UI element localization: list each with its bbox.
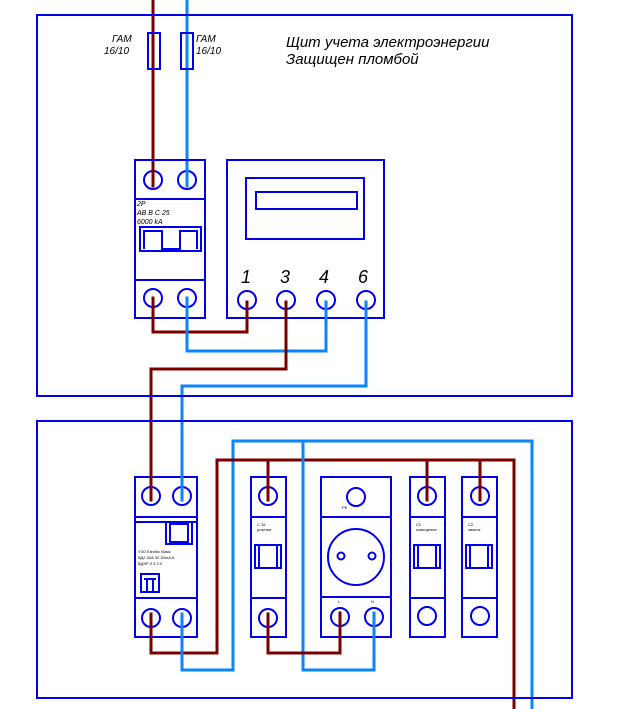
breaker-model-label: AB B C 25	[136, 210, 170, 217]
breaker-2-terminal-out	[417, 606, 437, 626]
socket-l-label: L	[338, 599, 341, 604]
fuse-phase: ГАМ 16/10	[104, 32, 161, 70]
distribution-panel-frame	[36, 420, 573, 699]
rcd-label-2: ВД2 40А 30 30mA A	[138, 555, 175, 560]
breaker-2-toggle	[413, 544, 441, 569]
socket-n-label: N	[371, 599, 374, 604]
rcd-toggle	[165, 521, 193, 545]
fuse-phase-rating: 16/10	[104, 46, 129, 57]
rcd-label-3: ВДЭР 0 5 2 0	[138, 561, 163, 566]
breaker-1-rating: C 16	[257, 522, 266, 527]
fuse-neutral-type: ГАМ	[196, 34, 216, 45]
breaker-3-purpose: звонок	[468, 527, 481, 532]
meter-terminal-label-6: 6	[358, 267, 369, 287]
breaker-3-rating: C2	[468, 522, 474, 527]
electricity-meter: 1 3 4 6	[226, 159, 385, 319]
pe-terminal	[346, 487, 366, 507]
breaker-poles-label: 2P	[136, 201, 146, 208]
breaker-capacity-label: 6000 kA	[137, 219, 163, 226]
phase-bus	[215, 458, 516, 709]
fuse-neutral-rating: 16/10	[196, 46, 221, 57]
fuse-phase-type: ГАМ	[112, 34, 132, 45]
main-breaker-2p: 2P AB B C 25 6000 kA	[134, 159, 206, 319]
terminal-wire-stubs	[149, 166, 482, 639]
wire-breaker-to-meter-1	[151, 296, 249, 334]
rcd-device: УЗО Electric Basic ВД2 40А 30 30mA A ВДЭ…	[134, 476, 198, 638]
meter-terminal-label-3: 3	[280, 267, 290, 287]
breaker-2-purpose: освещение	[416, 527, 437, 532]
neutral-bus	[231, 439, 534, 709]
fuse-neutral: ГАМ 16/10	[180, 32, 221, 70]
meter-terminal-label-4: 4	[319, 267, 329, 287]
meter-display-frame	[245, 177, 365, 240]
rcd-test-button[interactable]	[140, 573, 160, 593]
breaker-2-rating: C2	[416, 522, 422, 527]
wire-breaker-to-meter-4	[185, 296, 328, 353]
wire-rcd-neutral-out	[180, 439, 235, 672]
panel-subtitle: Защищен пломбой	[286, 51, 419, 68]
breaker-3-terminal-out	[470, 606, 490, 626]
metering-panel-frame	[36, 14, 573, 397]
breaker-toggle	[139, 226, 202, 252]
socket-pe-label: PE	[342, 505, 348, 510]
wire-meter-3-to-rcd	[149, 296, 288, 498]
meter-terminal-label-1: 1	[241, 267, 251, 287]
socket-hole-left	[336, 551, 346, 561]
panel-title: Щит учета электроэнергии	[286, 34, 490, 51]
meter-display	[255, 191, 358, 210]
din-socket: PE L N	[320, 476, 392, 638]
socket-hole-right	[367, 551, 377, 561]
rcd-label-1: УЗО Electric Basic	[138, 549, 171, 554]
breaker-1-purpose: розетки	[257, 527, 271, 532]
breaker-1-toggle	[254, 544, 282, 569]
wire-meter-6-to-rcd	[180, 296, 368, 498]
breaker-3-toggle	[465, 544, 493, 569]
neutral-drop-socket	[301, 439, 376, 672]
socket-face	[327, 528, 385, 586]
